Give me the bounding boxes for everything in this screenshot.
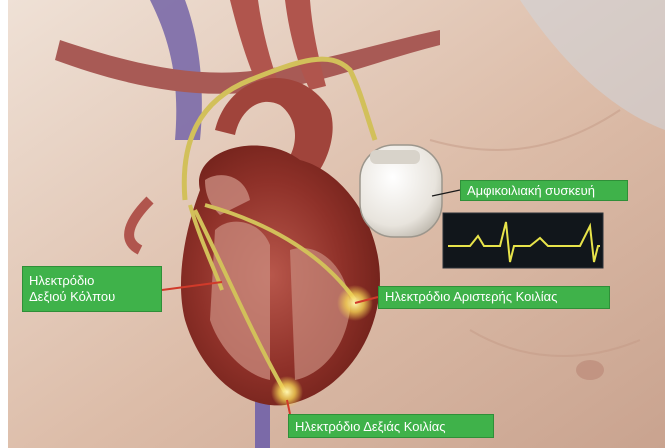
right-ventricle-label-text: Ηλεκτρόδιο Δεξιάς Κοιλίας xyxy=(295,419,446,434)
ecg-waveform-icon xyxy=(443,213,603,268)
right-atrium-label-line1: Ηλεκτρόδιο xyxy=(29,273,155,289)
left-ventricle-lead-label: Ηλεκτρόδιο Αριστερής Κοιλίας xyxy=(378,286,610,309)
pacemaker-device-icon xyxy=(360,145,442,237)
right-atrium-label-line2: Δεξιού Κόλπου xyxy=(29,289,155,305)
device-label-text: Αμφικοιλιακή συσκευή xyxy=(467,183,595,198)
right-ventricle-lead-label: Ηλεκτρόδιο Δεξιάς Κοιλίας xyxy=(288,414,494,438)
left-ventricle-label-text: Ηλεκτρόδιο Αριστερής Κοιλίας xyxy=(385,289,557,304)
device-label: Αμφικοιλιακή συσκευή xyxy=(460,180,628,201)
right-atrium-lead-label: Ηλεκτρόδιο Δεξιού Κόλπου xyxy=(22,266,162,312)
nipple xyxy=(576,360,604,380)
